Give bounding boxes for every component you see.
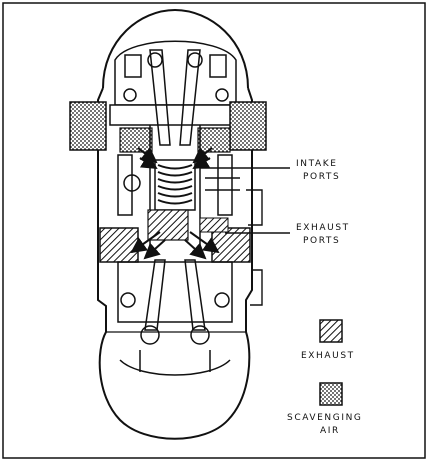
scavenging-air-port-left [119, 127, 153, 153]
intake-ports-label-line1: INTAKE [296, 159, 338, 169]
exhaust-flow-arrows [130, 231, 220, 260]
legend-scavenging-air-swatch [319, 382, 343, 406]
legend-scavenging-air-label-line2: AIR [320, 426, 340, 436]
exhaust-block-left [99, 227, 139, 263]
legend: EXHAUST SCAVENGING AIR [287, 319, 363, 436]
exhaust-ports-label-line2: PORTS [303, 236, 340, 246]
combustion-chamber [154, 159, 196, 211]
scavenging-air-block-upper-left [69, 101, 107, 151]
exhaust-manifold-right [199, 217, 229, 233]
legend-exhaust-label: EXHAUST [301, 351, 355, 361]
intake-flow-arrows [137, 147, 213, 170]
intake-ports-label-line2: PORTS [303, 172, 340, 182]
scavenging-air-port-right [197, 127, 231, 153]
lower-crankcase [117, 259, 233, 376]
scavenging-air-block-upper-right [229, 101, 267, 151]
legend-scavenging-air-label-line1: SCAVENGING [287, 413, 363, 423]
exhaust-ports-label-line1: EXHAUST [296, 223, 350, 233]
engine-body [97, 8, 263, 440]
legend-exhaust-swatch [319, 319, 343, 343]
upper-chamber [109, 40, 241, 146]
